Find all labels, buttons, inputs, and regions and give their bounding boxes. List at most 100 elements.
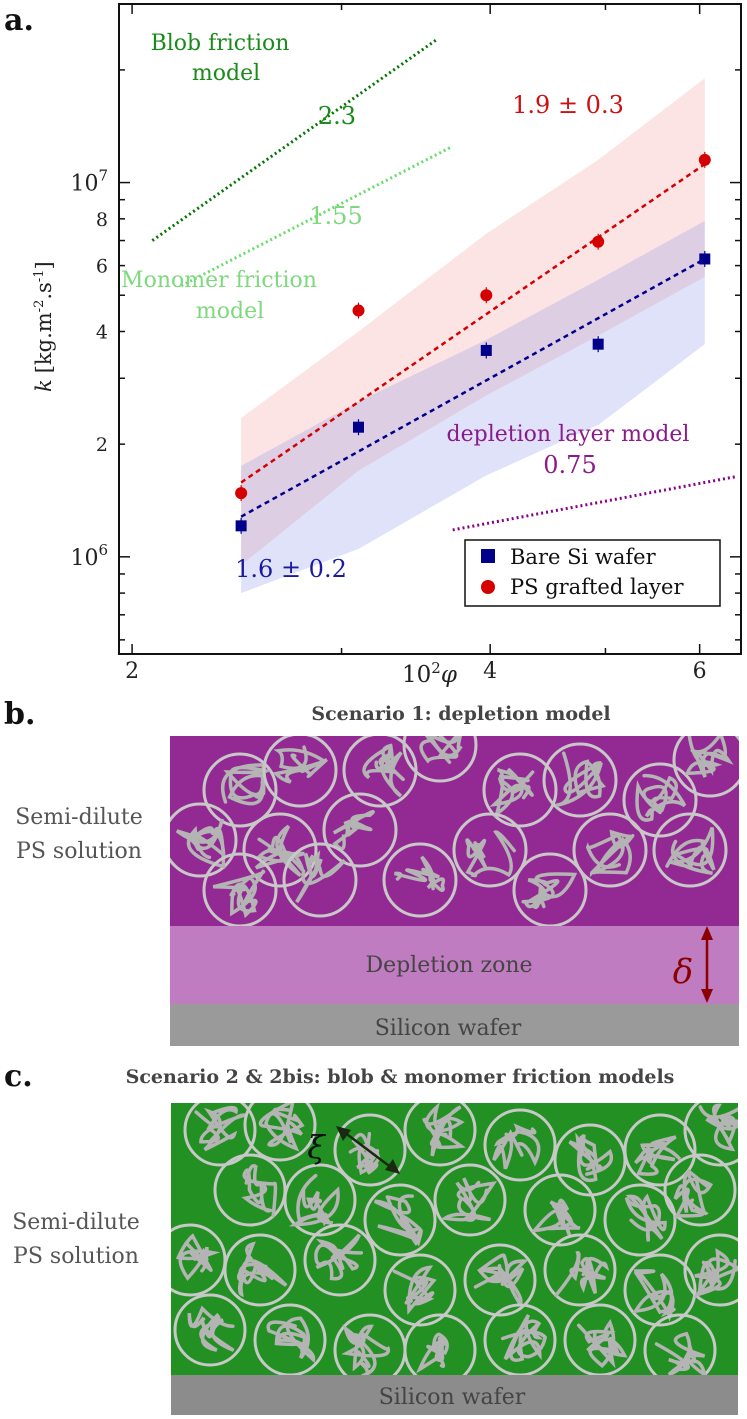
depletion-zone-label: Depletion zone (365, 953, 532, 978)
monomer-model-label-2: model (196, 299, 264, 324)
polymer-chain (698, 1103, 738, 1152)
fit-line-1 (240, 163, 706, 484)
polymer-chain (422, 1103, 466, 1157)
blob-circle (433, 1163, 507, 1237)
delta-symbol: δ (673, 952, 693, 992)
blob-circle (170, 802, 238, 878)
polymer-chain (175, 1233, 221, 1281)
y-tick-label: 106 (70, 541, 108, 571)
legend-ps-grafted: PS grafted layer (510, 575, 684, 599)
y-label-mid: .s (32, 282, 56, 299)
legend-box (464, 539, 721, 607)
blob-circle (243, 1103, 317, 1162)
blob-circle (672, 736, 739, 798)
silicon-wafer-c (171, 1375, 738, 1415)
panel-b-solution-label-1: Semi-dilute (15, 805, 143, 830)
blob-circle (523, 1173, 597, 1247)
polymer-chain (521, 872, 578, 910)
polymer-chain (392, 1265, 437, 1315)
blob-circle (253, 1303, 327, 1375)
panel-c-solution-label-2: PS solution (13, 1244, 139, 1269)
polymer-chain (654, 1331, 707, 1375)
data-point-square (235, 520, 247, 532)
polymer-chain (295, 850, 346, 904)
polymer-chain (266, 1316, 316, 1363)
legend-circle-marker (481, 580, 495, 594)
polymer-chain (254, 824, 305, 878)
polymer-chain (665, 827, 716, 876)
data-point-circle (235, 487, 248, 500)
polymer-coils (170, 736, 739, 926)
panel-c-solution-label-1: Semi-dilute (12, 1210, 140, 1235)
data-point-circle (352, 304, 365, 317)
blob-model-label-1: Blob friction (151, 31, 290, 56)
polymer-chain (362, 743, 405, 798)
polymer-chain (568, 1132, 613, 1183)
blob-circle (262, 736, 338, 808)
blob-circle (483, 1303, 557, 1375)
polymer-chain (692, 1248, 738, 1298)
ps-fit-slope: 1.9 ± 0.3 (512, 91, 624, 119)
model-line-2 (452, 474, 738, 532)
polymer-chain (492, 1123, 541, 1170)
y-tick-label: 8 (96, 209, 108, 231)
blob-circle (643, 1313, 717, 1375)
blob-size-arrow (336, 1126, 400, 1174)
blob-circle (223, 1233, 297, 1307)
blob-circle (183, 1103, 257, 1167)
data-point-circle (480, 289, 493, 302)
x-tick-label: 2 (125, 659, 139, 684)
fit-line-0 (240, 257, 706, 518)
polymer-chain (440, 1177, 497, 1222)
blob-circle (563, 1303, 637, 1375)
polymer-chain (673, 1168, 714, 1218)
polymer-chain (576, 1319, 628, 1369)
polymer-chain (272, 745, 328, 784)
x-label-base: 10 (402, 662, 431, 688)
data-point-square (592, 338, 604, 350)
silicon-wafer-b (170, 1004, 739, 1046)
polymer-chain (632, 1269, 676, 1322)
polymer-chain (419, 736, 463, 764)
data-point-square (699, 253, 711, 265)
svg-text:102φ: 102φ (402, 659, 458, 688)
blob-circle (542, 742, 618, 818)
blob-circle (403, 1103, 477, 1167)
polymer-chain (624, 1193, 667, 1242)
y-label-exp1: -2 (32, 300, 47, 313)
blob-circle (652, 812, 728, 888)
depletion-zone (170, 926, 739, 1004)
polymer-chain (241, 1164, 278, 1218)
scenario-1-title: Scenario 1: depletion model (311, 703, 610, 725)
blob-circle (322, 792, 398, 868)
depletion-thickness-arrow (701, 926, 713, 1003)
x-label-var: φ (441, 662, 458, 688)
blob-circle (683, 1103, 738, 1167)
polymer-chain (473, 1253, 529, 1307)
blob-circle (452, 812, 528, 888)
data-point-square (352, 421, 364, 433)
blob-circle (202, 752, 278, 828)
y-axis-label: k[kg.m-2.s-1] (32, 261, 56, 392)
y-label-units: [kg.m (32, 312, 56, 373)
blob-model-label-2: model (192, 61, 260, 86)
blob-model-slope: 2.3 (318, 102, 356, 130)
polymer-chain (465, 830, 516, 878)
y-label-var: k (32, 379, 56, 392)
silicon-wafer-b-label: Silicon wafer (375, 1016, 522, 1041)
legend: Bare Si wafer PS grafted layer (464, 539, 721, 607)
data-point-circle (698, 153, 711, 166)
polymer-chain (554, 1251, 610, 1298)
polymer-chain (212, 869, 266, 919)
polymer-chain (236, 1241, 288, 1298)
svg-text:k[kg.m-2.s-1]: k[kg.m-2.s-1] (32, 261, 56, 392)
blob-circle (683, 1233, 738, 1307)
blob-circle (402, 736, 478, 783)
monomer-model-label-1: Monomer friction (121, 268, 317, 293)
polymer-chain (258, 1103, 305, 1152)
confidence-band-0 (241, 220, 705, 594)
y-tick-label: 4 (96, 322, 108, 344)
blob-circle (663, 1153, 737, 1227)
